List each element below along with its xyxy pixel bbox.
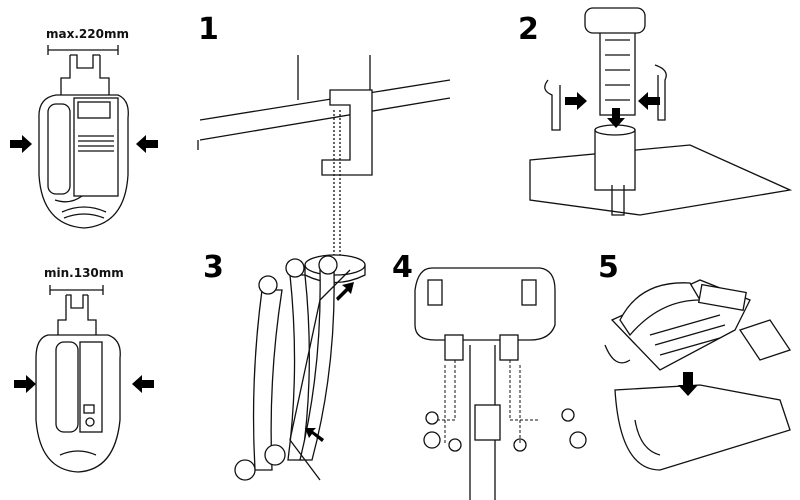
step-3-illustration (234, 255, 351, 481)
arrow-right-icon (10, 135, 32, 153)
step-number-4: 4 (392, 250, 413, 285)
arrow-left-icon (132, 375, 154, 393)
arrow-up-left-icon (305, 428, 324, 442)
max-width-label: max.220mm (46, 27, 129, 41)
holder-min-width (35, 285, 121, 473)
holder-max-width (38, 45, 129, 229)
step-number-3: 3 (203, 250, 224, 285)
step-2-illustration (529, 7, 793, 216)
arrow-right-icon (14, 375, 36, 393)
step-number-5: 5 (598, 250, 619, 285)
step-number-1: 1 (198, 12, 219, 47)
step-number-2: 2 (518, 12, 539, 47)
arrow-right-icon (565, 92, 587, 110)
arrow-left-icon (638, 92, 660, 110)
step-1-illustration (197, 55, 451, 284)
arrow-down-icon (607, 108, 625, 128)
min-width-label: min.130mm (44, 266, 124, 280)
arrow-down-icon (678, 372, 698, 396)
step-4-illustration (414, 267, 587, 500)
arrow-left-icon (136, 135, 158, 153)
step-5-illustration (604, 279, 792, 471)
arrow-up-right-icon (336, 282, 354, 301)
